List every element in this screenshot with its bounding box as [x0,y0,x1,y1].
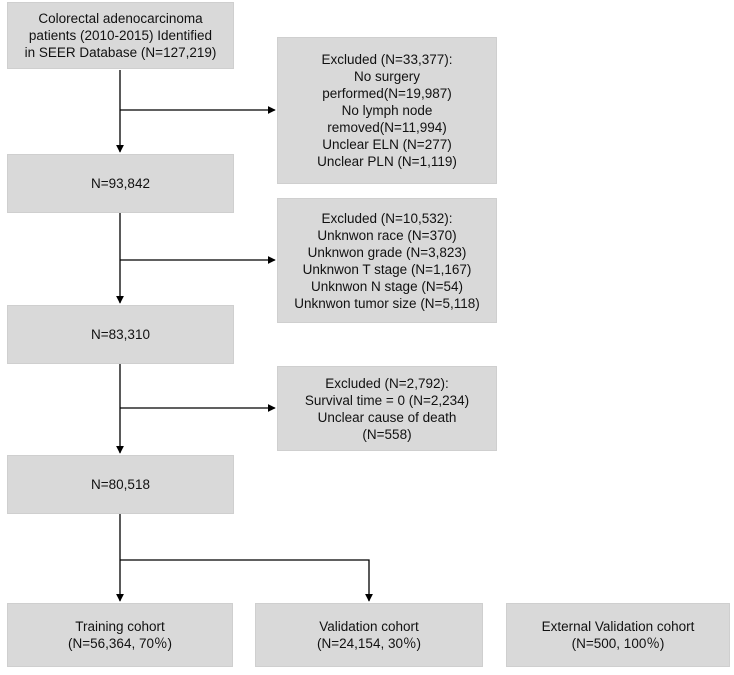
exclusion1-line-1: Excluded (N=33,377): [321,52,453,67]
exclusion2-line-1: Excluded (N=10,532): [321,210,453,226]
initial-line-3: in SEER Database (N=127,219) [24,45,217,60]
exclusion3-line-1: Excluded (N=2,792): [325,375,449,391]
exclusion2-line-4: Unknwon T stage (N=1,167) [302,261,472,277]
exclusion2-line-3: Unknwon grade (N=3,823) [307,244,467,260]
initial-cohort-box: Colorectal adenocarcinoma patients (2010… [7,2,234,69]
exclusion2-line-5: Unknwon N stage (N=54) [311,278,463,294]
arrow-step4-to-validation [120,559,373,602]
exclusion-box-3: Excluded (N=2,792): Survival time = 0 (N… [277,366,497,451]
exclusion1-line-5: removed(N=11,994) [327,120,447,135]
initial-line-1: Colorectal adenocarcinoma [38,11,203,26]
step3-box: N=83,310 [7,305,234,364]
validation-cohort-box: Validation cohort (N=24,154, 30％) [255,603,483,667]
exclusion1-line-2: No surgery [353,69,421,84]
training-title: Training cohort [75,619,165,634]
initial-line-2: patients (2010-2015) Identified [28,28,213,43]
external-validation-cohort-box: External Validation cohort (N=500, 100％) [506,603,730,667]
exclusion2-line-6: Unknwon tumor size (N=5,118) [294,295,480,311]
validation-title: Validation cohort [319,619,419,634]
step4-count: N=80,518 [91,477,150,492]
step4-box: N=80,518 [7,455,234,514]
step3-count: N=83,310 [91,327,150,342]
exclusion1-line-4: No lymph node [341,103,433,118]
exclusion-box-1: Excluded (N=33,377): No surgery performe… [277,37,497,184]
validation-count: (N=24,154, 30％) [317,636,421,651]
exclusion3-line-2: Survival time = 0 (N=2,234) [304,392,470,408]
exclusion3-line-3: Unclear cause of death [317,409,457,425]
exclusion2-line-2: Unknwon race (N=370) [317,227,457,243]
exclusion3-line-4: (N=558) [362,426,412,442]
external-title: External Validation cohort [541,619,695,634]
external-count: (N=500, 100％) [571,636,665,651]
training-cohort-box: Training cohort (N=56,364, 70％) [7,603,233,667]
training-count: (N=56,364, 70％) [68,636,172,651]
exclusion-box-2: Excluded (N=10,532): Unknwon race (N=370… [277,198,497,323]
exclusion1-line-6: Unclear ELN (N=277) [322,137,452,152]
exclusion1-line-7: Unclear PLN (N=1,119) [317,154,457,169]
exclusion1-line-3: performed(N=19,987) [322,86,452,101]
step2-box: N=93,842 [7,154,234,213]
step2-count: N=93,842 [91,176,150,191]
